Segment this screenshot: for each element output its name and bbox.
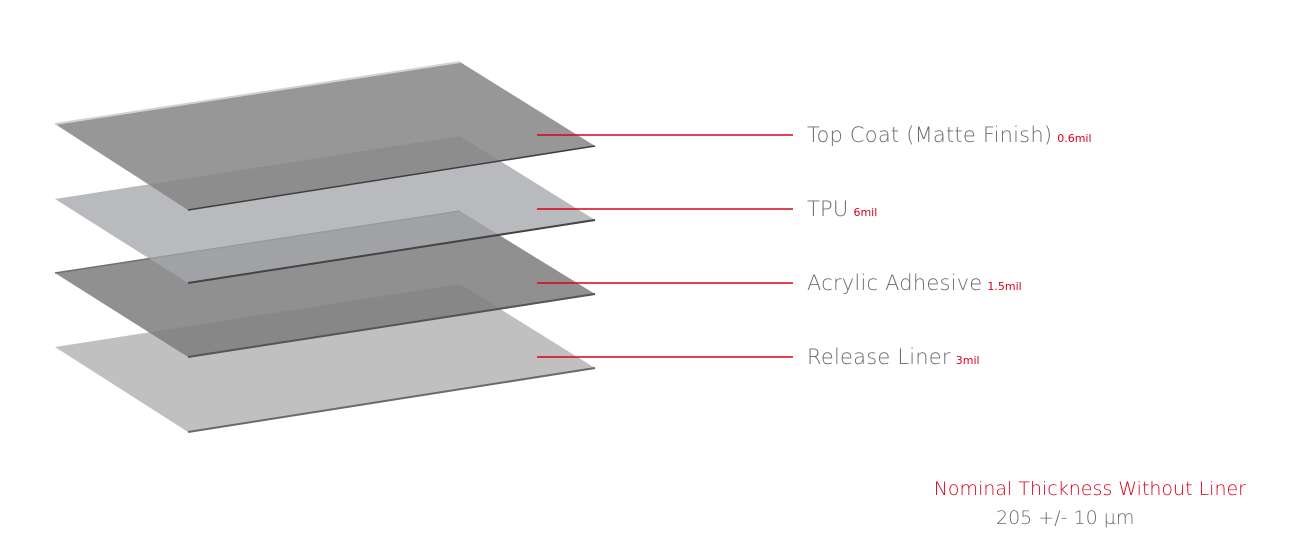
label-release-liner-name: Release Liner [807,345,951,369]
layer-acrylic-adhesive-edge [187,293,596,358]
label-release-liner-thickness: 3mil [955,354,980,367]
label-acrylic-adhesive: Acrylic Adhesive 1.5mil [807,273,1022,294]
layer-release-liner-sheet [55,284,595,432]
label-top-coat-name: Top Coat (Matte Finish) [807,123,1053,147]
label-top-coat-thickness: 0.6mil [1057,132,1092,145]
label-top-coat: Top Coat (Matte Finish) 0.6mil [807,125,1092,146]
layer-top-coat-back-edge [54,61,461,125]
label-tpu-name: TPU [807,197,849,221]
layer-release-liner [55,284,596,433]
label-acrylic-adhesive-name: Acrylic Adhesive [807,271,983,295]
layer-tpu-sheet [55,136,595,283]
layer-top-coat-edge [187,145,596,211]
nominal-thickness-value: 205 +/- 10 µm [996,507,1135,529]
label-tpu: TPU 6mil [807,199,877,220]
layer-tpu [55,136,596,284]
layer-tpu-edge [187,219,596,284]
label-acrylic-adhesive-thickness: 1.5mil [987,280,1022,293]
layer-top-coat [54,61,596,211]
label-release-liner: Release Liner 3mil [807,347,980,368]
layer-release-liner-edge [187,367,596,433]
layer-top-coat-sheet [55,62,595,210]
nominal-thickness-title: Nominal Thickness Without Liner [933,478,1246,500]
layer-acrylic-adhesive-sheet [55,211,595,357]
label-tpu-thickness: 6mil [853,206,878,219]
